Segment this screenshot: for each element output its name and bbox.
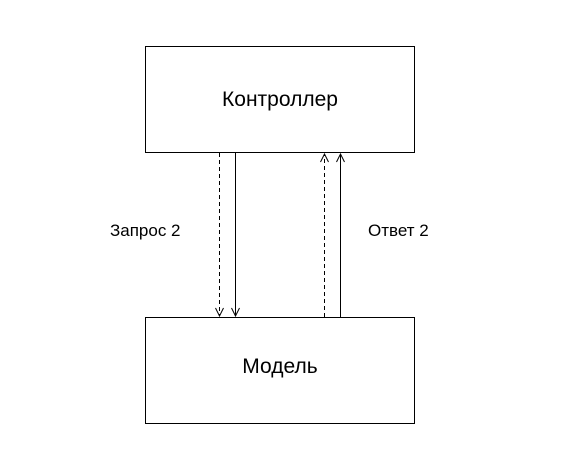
response-label: Ответ 2 xyxy=(368,221,429,240)
model-label: Модель xyxy=(242,355,317,378)
controller-box xyxy=(145,46,415,153)
response-edge: Ответ 2 xyxy=(325,154,429,317)
controller-label: Контроллер xyxy=(222,88,338,111)
request-label: Запрос 2 xyxy=(110,221,181,240)
controller-node: Контроллер xyxy=(145,46,415,153)
model-node: Модель xyxy=(145,317,415,424)
model-box xyxy=(145,317,415,424)
request-edge: Запрос 2 xyxy=(110,153,236,316)
